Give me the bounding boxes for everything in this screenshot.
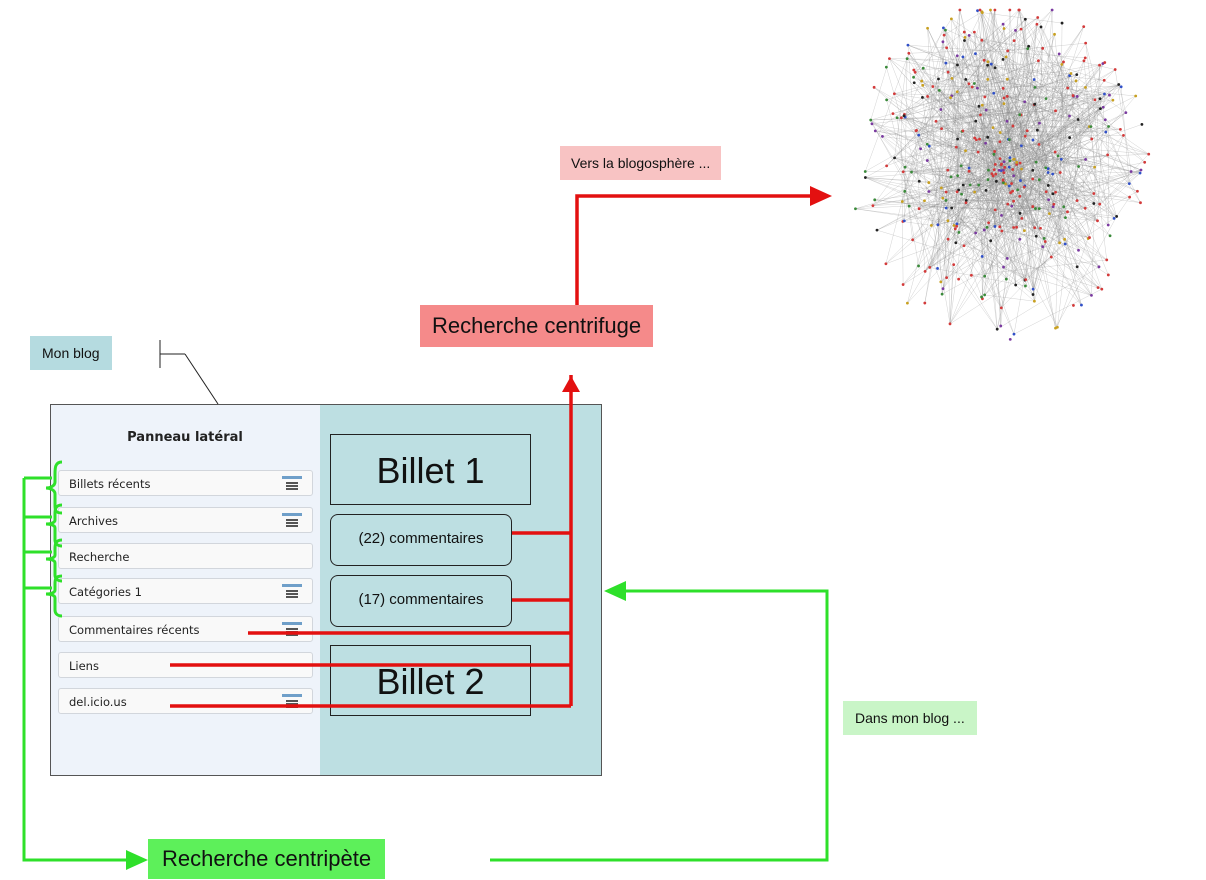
green-return-line	[490, 589, 829, 862]
sidebar-title: Panneau latéral	[127, 430, 243, 445]
dans-mon-blog-label: Dans mon blog ...	[843, 701, 977, 735]
blog-label: Mon blog	[30, 336, 112, 370]
green-arrowhead-blog	[604, 581, 626, 601]
sidebar-item-label: Catégories 1	[69, 585, 142, 599]
sidebar-item-delicious[interactable]: del.icio.us	[58, 688, 313, 714]
billet-2[interactable]: Billet 2	[330, 645, 531, 716]
sidebar-item-label: Archives	[69, 514, 119, 528]
blog-frame	[50, 404, 602, 776]
menu-icon[interactable]	[282, 584, 302, 599]
sidebar-item-billets-recents[interactable]: Billets récents	[58, 470, 313, 496]
sidebar-item-commentaires-recents[interactable]: Commentaires récents	[58, 616, 313, 642]
comments-billet-2[interactable]: (17) commentaires	[330, 575, 512, 627]
sidebar-item-archives[interactable]: Archives	[58, 507, 313, 533]
centrifuge-label: Recherche centrifuge	[420, 305, 654, 347]
sidebar-item-label: Billets récents	[69, 477, 151, 491]
sidebar-item-label: Recherche	[69, 550, 130, 564]
blogosphere-label: Vers la blogosphère ...	[560, 146, 722, 180]
red-arrow-up	[562, 376, 580, 392]
red-arrow-to-blogosphere	[575, 194, 812, 305]
blog-label-pointer	[159, 340, 219, 405]
menu-icon[interactable]	[282, 476, 302, 491]
sidebar-item-label: Commentaires récents	[69, 623, 200, 637]
sidebar-item-label: del.icio.us	[69, 695, 127, 709]
comments-billet-1[interactable]: (22) commentaires	[330, 514, 512, 566]
sidebar-item-categories[interactable]: Catégories 1	[58, 578, 313, 604]
sidebar-item-label: Liens	[69, 659, 99, 673]
green-brackets	[22, 460, 138, 862]
red-connectors	[170, 375, 573, 708]
green-arrowhead-centripete	[126, 850, 148, 870]
red-arrowhead-right	[810, 186, 832, 206]
billet-1[interactable]: Billet 1	[330, 434, 531, 505]
menu-icon[interactable]	[282, 513, 302, 528]
centripete-label: Recherche centripète	[148, 839, 386, 879]
sidebar-item-recherche[interactable]: Recherche	[58, 543, 313, 569]
